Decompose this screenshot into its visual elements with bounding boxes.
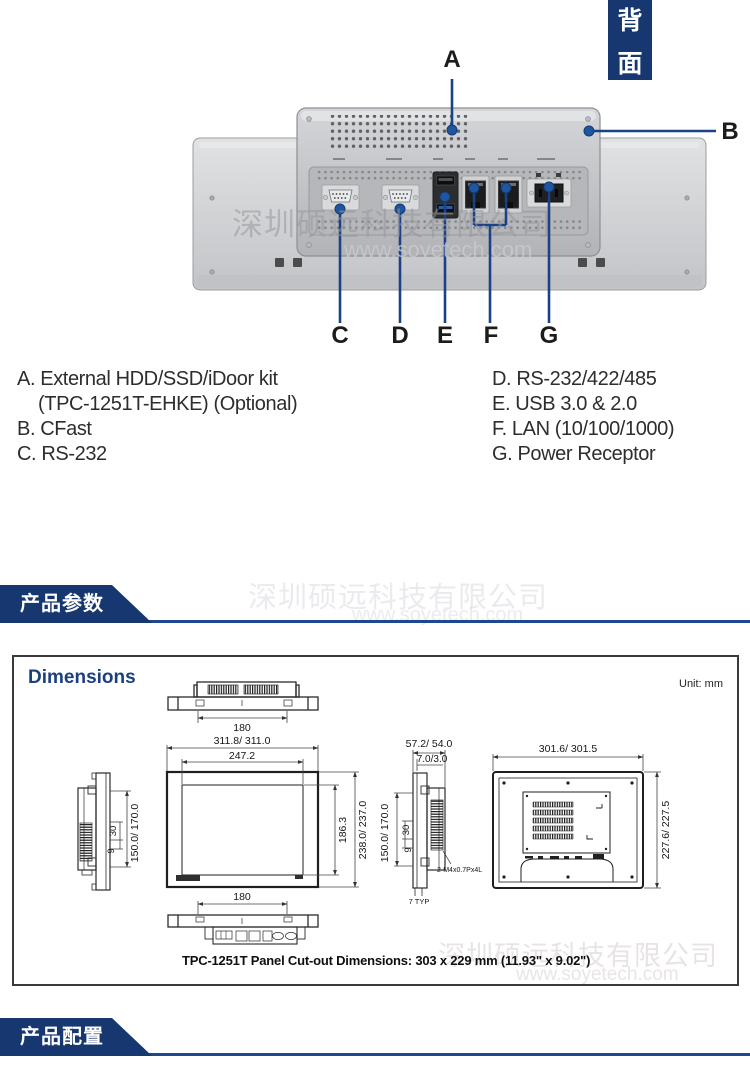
dim-label-front-outer-height: 238.0/ 237.0 xyxy=(357,801,369,860)
cutout-caption: TPC-1251T Panel Cut-out Dimensions: 303 … xyxy=(182,953,591,968)
back-view-tag: 背 面 xyxy=(608,0,652,80)
front-view-drawing xyxy=(165,770,320,889)
dimension-drawings: 180 311.8/ 311.0 247.2 186.3 238 xyxy=(77,681,672,945)
legend-d: D. RS-232/422/485 xyxy=(492,368,657,390)
callout-letter-e: E xyxy=(436,322,454,349)
dim-label-right-9: 9 xyxy=(403,847,414,852)
dim-label-right-bezel: 7.0/3.0 xyxy=(417,754,448,765)
dim-label-front-screen-height: 186.3 xyxy=(337,817,349,843)
callout-letter-b: B xyxy=(721,118,739,145)
config-banner-underline xyxy=(0,1053,750,1056)
watermark-url-2: www.soyetech.com xyxy=(352,604,524,626)
legend-c: C. RS-232 xyxy=(17,443,107,465)
dimensions-panel: 180 311.8/ 311.0 247.2 186.3 238 xyxy=(12,655,739,986)
rear-view-dims xyxy=(492,754,661,889)
callout-letter-c: C xyxy=(331,322,349,349)
config-banner-label: 产品配置 xyxy=(20,1026,104,1048)
dim-label-right-depth: 57.2/ 54.0 xyxy=(406,738,453,750)
back-view-tag-char1: 背 xyxy=(617,6,643,35)
left-side-view-drawing xyxy=(77,772,111,891)
params-banner: 产品参数 xyxy=(0,585,152,623)
right-side-view-dims xyxy=(394,750,446,867)
callout-letter-d: D xyxy=(391,322,409,349)
top-view-drawing xyxy=(167,681,319,711)
dim-label-right-30: 30 xyxy=(401,825,412,836)
params-banner-label: 产品参数 xyxy=(20,593,104,615)
callout-lines xyxy=(338,79,716,323)
bottom-view-drawing xyxy=(167,914,319,945)
rear-view-drawing xyxy=(492,771,644,889)
dim-label-rear-height: 227.6/ 227.5 xyxy=(660,801,672,860)
legend-a: A. External HDD/SSD/iDoor kit xyxy=(17,368,278,390)
callout-dots xyxy=(334,124,595,215)
port-labels xyxy=(333,158,555,160)
serial-port-com2 xyxy=(381,184,420,211)
callout-letter-g: G xyxy=(539,322,559,349)
dim-label-right-mount-height: 150.0/ 170.0 xyxy=(379,804,391,863)
dim-label-bottom-width: 180 xyxy=(233,891,251,903)
callout-letter-a: A xyxy=(443,46,461,73)
params-banner-underline xyxy=(0,620,750,623)
right-side-view-drawing xyxy=(412,772,452,896)
dim-label-left-mount-height: 150.0/ 170.0 xyxy=(129,804,141,863)
dim-label-front-outer-width: 311.8/ 311.0 xyxy=(214,735,271,747)
left-side-view-dims xyxy=(110,790,131,868)
legend-e: E. USB 3.0 & 2.0 xyxy=(492,393,637,415)
vent-holes xyxy=(329,115,469,152)
dim-label-screw-note: 2-M4x0.7Px4L xyxy=(437,867,482,874)
lan-port-1 xyxy=(461,175,490,214)
legend-f: F. LAN (10/100/1000) xyxy=(492,418,675,440)
callout-letter-f: F xyxy=(483,322,499,349)
lan-port-2 xyxy=(494,175,523,214)
legend-g: G. Power Receptor xyxy=(492,443,656,465)
watermark-company-2: 深圳硕远科技有限公司 xyxy=(248,582,549,614)
device-rear-photo xyxy=(192,79,716,323)
back-view-tag-char2: 面 xyxy=(617,49,643,78)
dimensions-title: Dimensions xyxy=(28,667,136,688)
legend-b: B. CFast xyxy=(17,418,92,440)
dimensions-unit: Unit: mm xyxy=(679,678,723,690)
config-banner: 产品配置 xyxy=(0,1018,152,1056)
dim-label-left-30: 30 xyxy=(108,826,119,837)
top-view-dims xyxy=(197,711,288,723)
dim-label-front-screen-width: 247.2 xyxy=(229,750,255,762)
dim-label-top-width: 180 xyxy=(233,722,251,734)
serial-port-com1 xyxy=(321,184,360,211)
bottom-view-dims xyxy=(197,901,288,914)
dim-label-7typ: 7 TYP xyxy=(409,897,430,906)
legend-a-line2: (TPC-1251T-EHKE) (Optional) xyxy=(38,393,298,415)
dim-label-rear-width: 301.6/ 301.5 xyxy=(539,743,598,755)
dim-label-left-9: 9 xyxy=(106,848,117,853)
front-view-dims xyxy=(166,745,359,888)
